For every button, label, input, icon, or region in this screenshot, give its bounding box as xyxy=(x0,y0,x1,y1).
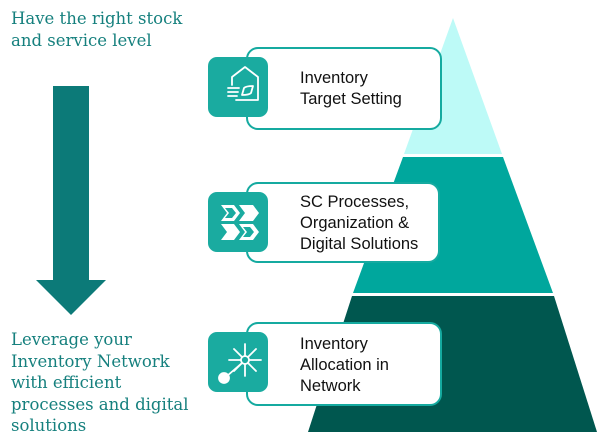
level-label: Inventory Allocation in Network xyxy=(300,334,389,397)
label-line: Target Setting xyxy=(300,90,402,108)
label-line: SC Processes, xyxy=(300,193,410,211)
top-caption: Have the right stock and service level xyxy=(11,9,183,50)
warehouse-icon xyxy=(208,57,268,117)
label-line: Digital Solutions xyxy=(300,235,419,253)
level-label: SC Processes, Organization & Digital Sol… xyxy=(300,192,418,255)
network-node-icon xyxy=(208,332,268,392)
label-line: Allocation in xyxy=(300,356,389,374)
label-line: Inventory xyxy=(300,69,368,87)
down-arrow xyxy=(36,86,106,315)
level-box-sc-processes: SC Processes, Organization & Digital Sol… xyxy=(246,182,440,263)
level-box-inventory-target-setting: Inventory Target Setting xyxy=(246,47,442,130)
level-box-inventory-allocation: Inventory Allocation in Network xyxy=(246,322,442,406)
bottom-caption: Leverage your Inventory Network with eff… xyxy=(11,330,189,435)
label-line: Inventory xyxy=(300,335,368,353)
level-label: Inventory Target Setting xyxy=(300,68,402,110)
process-chevrons-icon xyxy=(208,192,268,252)
label-line: Organization & xyxy=(300,214,410,232)
label-line: Network xyxy=(300,377,361,395)
